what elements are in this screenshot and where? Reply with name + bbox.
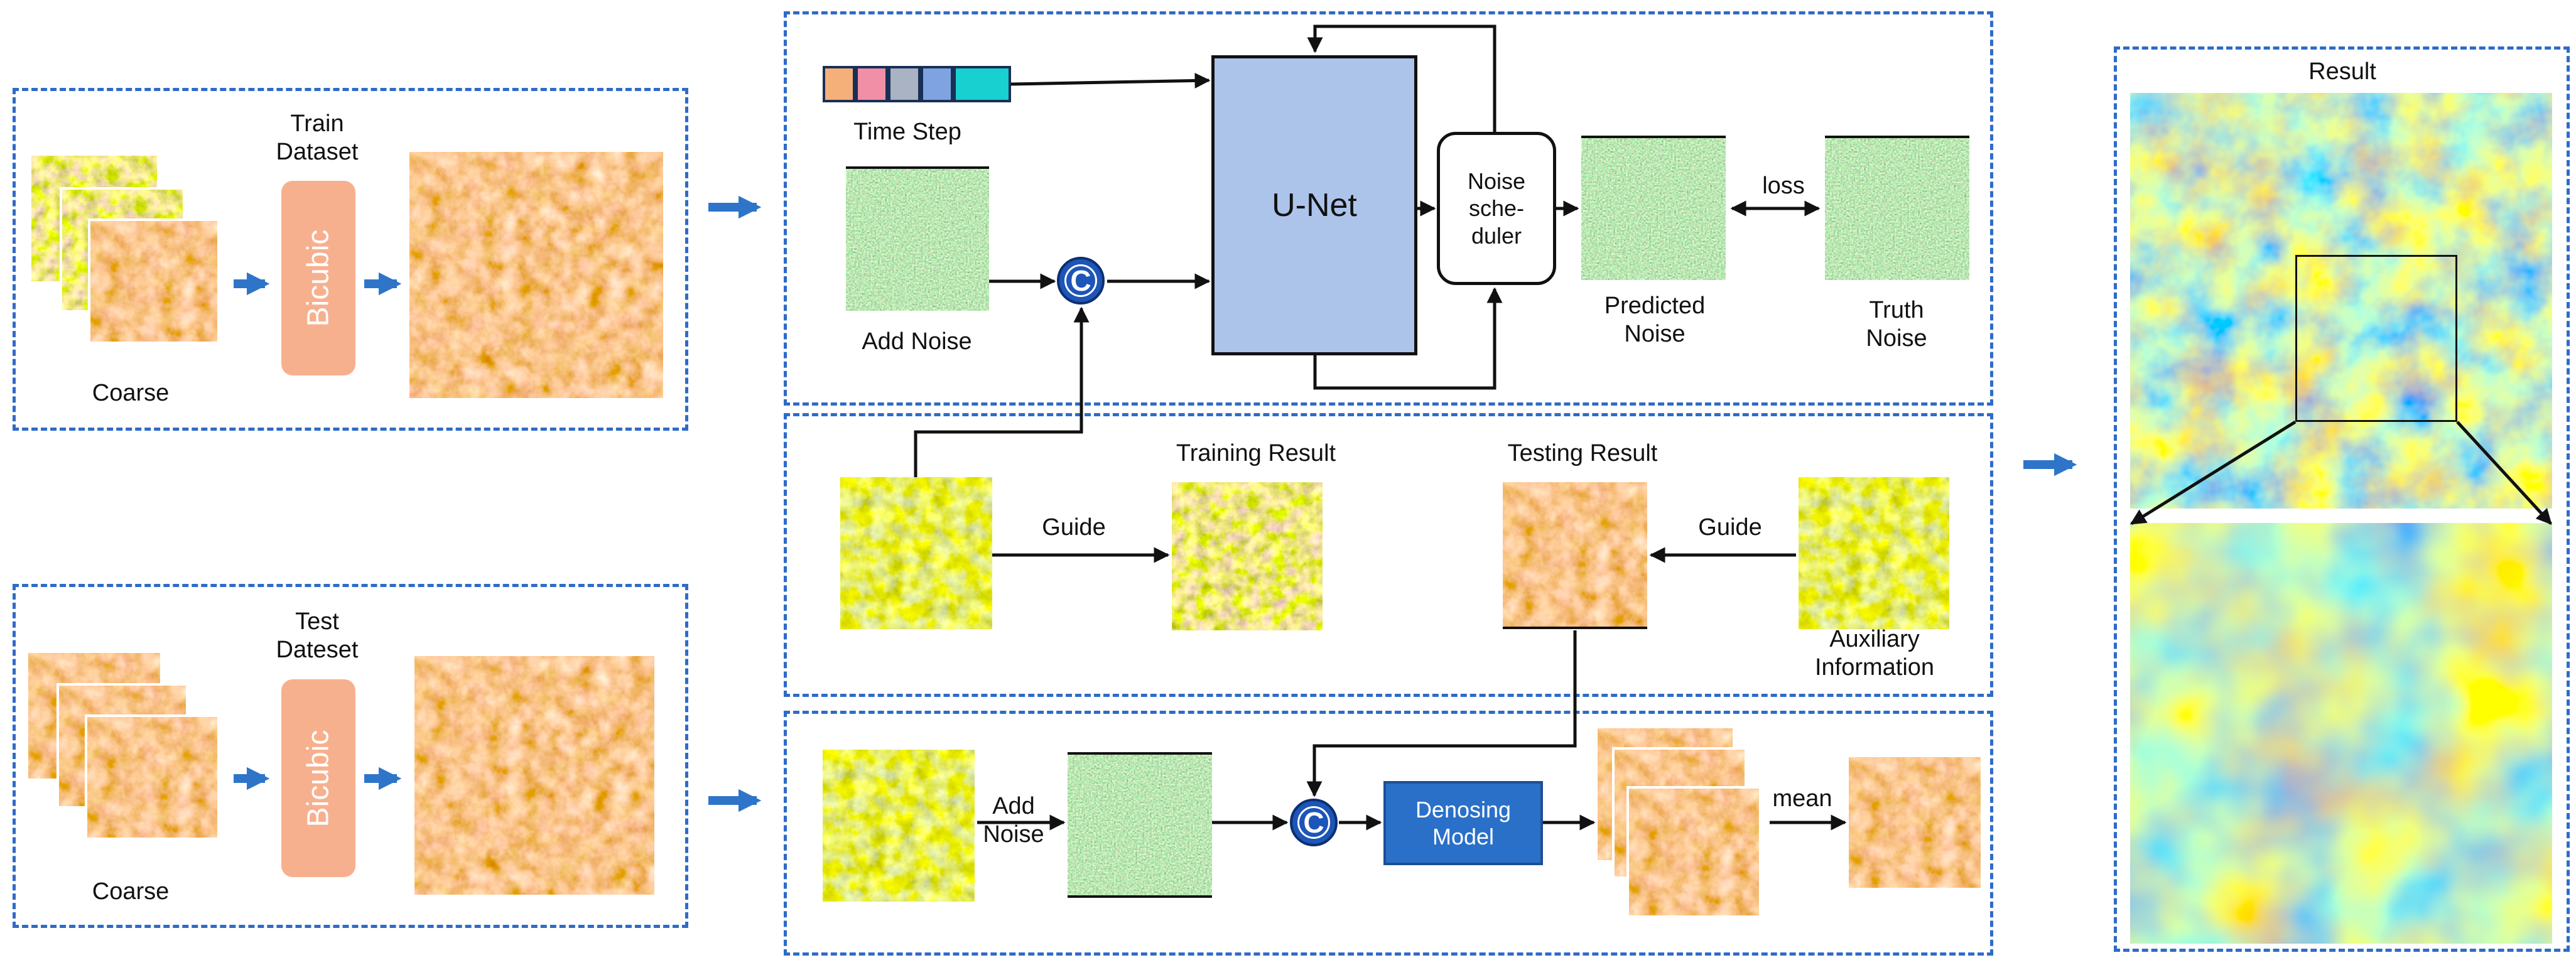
predicted-noise-label: Predicted Noise: [1604, 293, 1706, 347]
mean-result-image: [1849, 757, 1981, 888]
truth-noise-label: Truth Noise: [1866, 297, 1927, 352]
train-upsampled-image: [409, 152, 663, 398]
time-step-label: Time Step: [853, 119, 961, 145]
result-full-image: [2130, 93, 2552, 509]
zoom-arrow-right: [2456, 421, 2552, 525]
inference-input-image: [823, 750, 975, 902]
unet-block: U-Net: [1211, 55, 1417, 355]
training-result-label: Training Result: [1176, 440, 1336, 466]
guide-stage-panel: [784, 413, 1993, 697]
inference-stage-panel: [784, 711, 1993, 956]
arrow-unet-bottom-to-scheduler: [1313, 287, 1503, 390]
inference-add-noise-label: Add Noise: [983, 793, 1044, 848]
time-step-cell-1: [823, 66, 855, 102]
train-bicubic-block: Bicubic: [281, 181, 355, 375]
test-panel: [13, 584, 688, 928]
result-zoomed-image: [2130, 523, 2552, 944]
noise-scheduler-block: Noise sche- duler: [1437, 132, 1556, 285]
guide-input-image: [840, 477, 992, 629]
denoising-model-label: Denosing Model: [1415, 796, 1512, 849]
arrow-testing-result-to-concat: [1306, 630, 1577, 797]
inference-noise-image: [1068, 753, 1212, 897]
noise-scheduler-label: Noise sche- duler: [1467, 168, 1526, 249]
result-panel: [2114, 46, 2570, 952]
train-panel: [13, 88, 688, 431]
add-noise-label: Add Noise: [862, 328, 972, 355]
train-coarse-image-3: [88, 218, 220, 344]
denoising-model-block: Denosing Model: [1383, 781, 1543, 865]
training-result-image: [1172, 482, 1323, 630]
test-coarse-image-3: [85, 714, 220, 840]
testing-result-label: Testing Result: [1507, 440, 1658, 466]
zoom-arrow-left: [2130, 420, 2297, 526]
loss-label: loss: [1762, 173, 1805, 199]
guide-label-right: Guide: [1698, 514, 1762, 541]
test-upsampled-image: [414, 656, 654, 895]
time-step-cell-3: [888, 66, 921, 102]
arrow-guide-to-concat: [914, 306, 1090, 477]
arrow-timestep-to-unet: [1010, 72, 1211, 89]
time-step-cell-2: [855, 66, 888, 102]
concat-node-inference: C: [1290, 799, 1338, 846]
train-dataset-title: Train Dataset: [276, 111, 359, 165]
train-coarse-label: Coarse: [92, 380, 170, 406]
add-noise-image: [846, 168, 989, 311]
test-coarse-label: Coarse: [92, 878, 170, 905]
result-title: Result: [2308, 58, 2376, 85]
test-bicubic-block: Bicubic: [281, 679, 355, 877]
time-step-cell-5: [953, 66, 1011, 102]
truth-noise-image: [1825, 137, 1969, 280]
predicted-noise-image: [1581, 137, 1726, 280]
concat-node-training: C: [1057, 257, 1105, 305]
auxiliary-information-label: Auxiliary Information: [1814, 626, 1935, 681]
mean-label: mean: [1772, 785, 1832, 812]
test-dataset-title: Test Dateset: [276, 608, 359, 663]
time-step-cell-4: [921, 66, 953, 102]
testing-result-image: [1503, 482, 1647, 628]
arrow-scheduler-loop-top: [1307, 24, 1496, 132]
training-stage-panel: [784, 11, 1993, 406]
zoom-region-box: [2295, 255, 2457, 422]
denoised-sample-3: [1626, 786, 1762, 918]
auxiliary-information-image: [1799, 477, 1949, 629]
guide-label-left: Guide: [1042, 514, 1106, 541]
